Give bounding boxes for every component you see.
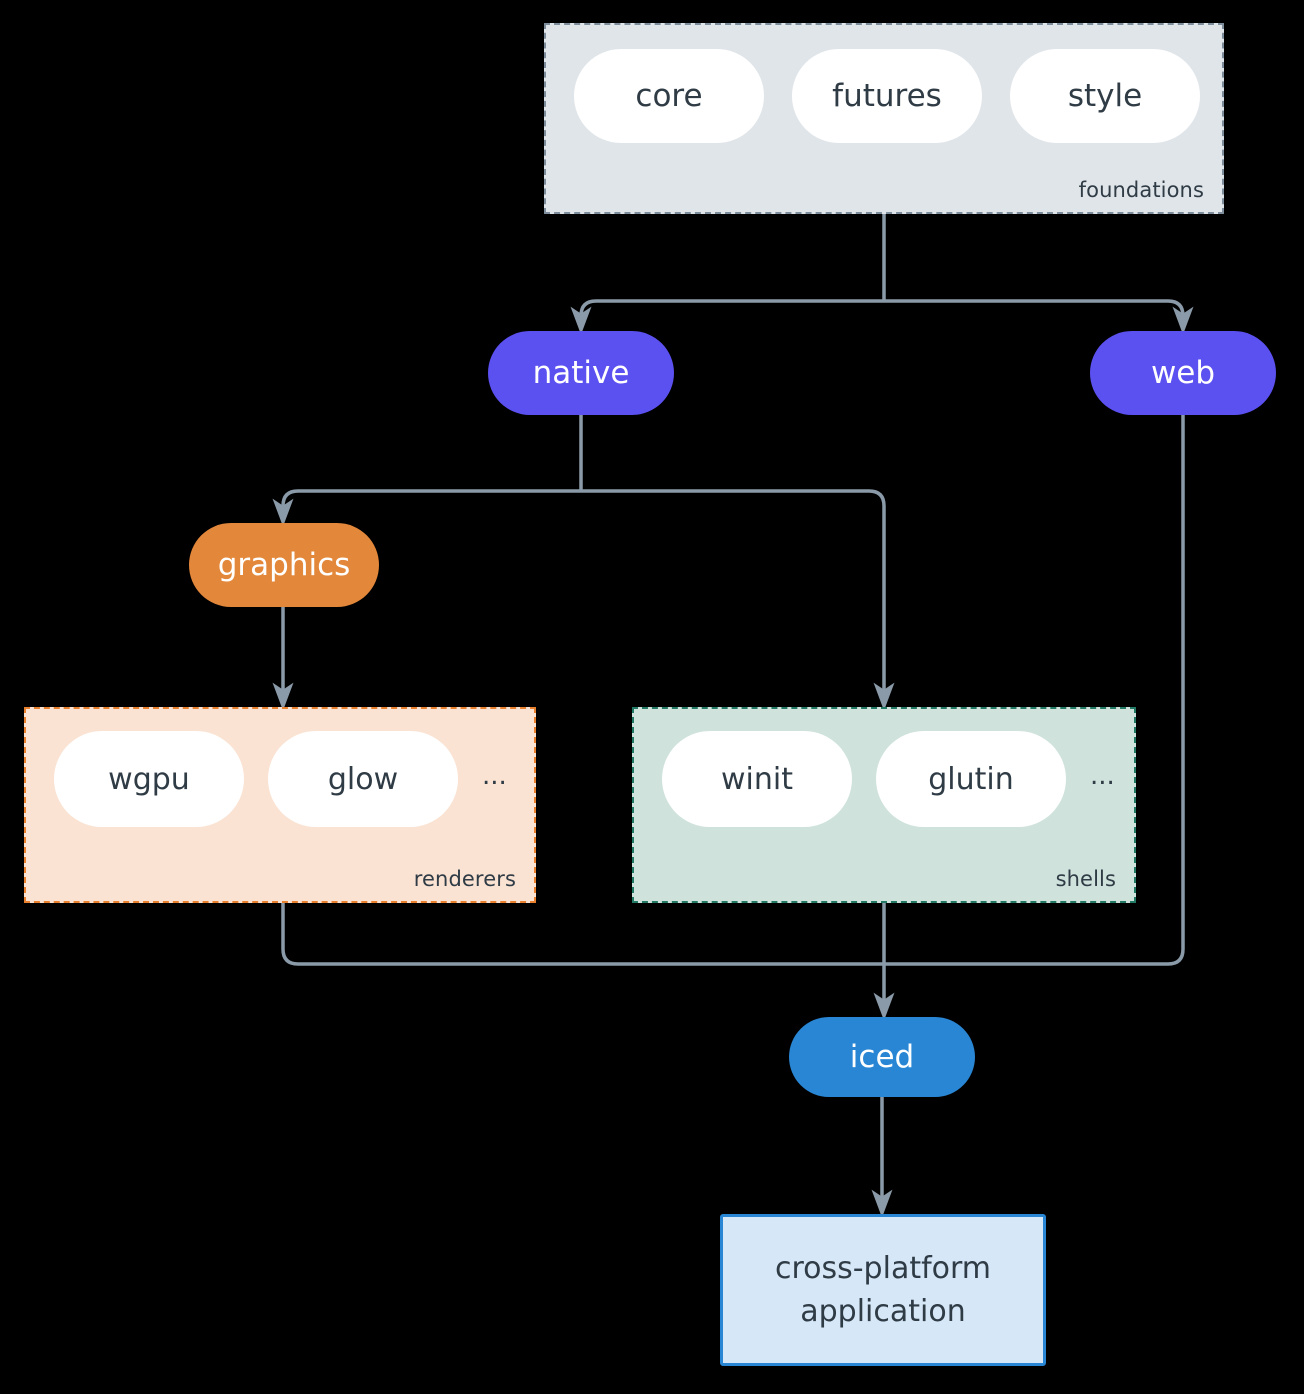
pill-style[interactable]: style — [1010, 49, 1200, 143]
edge-foundations-to-native — [570, 299, 884, 335]
node-iced[interactable]: iced — [789, 1017, 975, 1097]
group-label-foundations: foundations — [1078, 178, 1204, 202]
pill-glutin[interactable]: glutin — [876, 731, 1066, 827]
application-line-1: cross-platform — [774, 1250, 992, 1286]
group-shells: winit glutin ... shells — [632, 707, 1136, 903]
group-label-shells: shells — [1055, 867, 1116, 891]
group-label-renderers: renderers — [413, 867, 516, 891]
pill-futures[interactable]: futures — [792, 49, 982, 143]
foundations-items: core futures style — [546, 49, 1222, 143]
group-renderers: wgpu glow ... renderers — [24, 707, 536, 903]
renderers-ellipsis: ... — [482, 761, 507, 791]
pill-winit[interactable]: winit — [662, 731, 852, 827]
node-web[interactable]: web — [1090, 331, 1276, 415]
edge-renderers-to-iced — [281, 903, 884, 966]
renderers-items: wgpu glow ... — [26, 731, 534, 827]
pill-glow[interactable]: glow — [268, 731, 458, 827]
shells-items: winit glutin ... — [634, 731, 1134, 827]
pill-core[interactable]: core — [574, 49, 764, 143]
shells-ellipsis: ... — [1090, 761, 1115, 791]
application-line-2: application — [800, 1294, 966, 1329]
edge-native-to-graphics — [272, 489, 581, 527]
node-native[interactable]: native — [488, 331, 674, 415]
node-graphics[interactable]: graphics — [189, 523, 379, 607]
node-application[interactable]: cross-platform application — [720, 1214, 1046, 1366]
edge-foundations-to-web — [884, 299, 1194, 335]
group-foundations: core futures style foundations — [544, 23, 1224, 214]
pill-wgpu[interactable]: wgpu — [54, 731, 244, 827]
edge-native-to-shells — [581, 489, 895, 711]
